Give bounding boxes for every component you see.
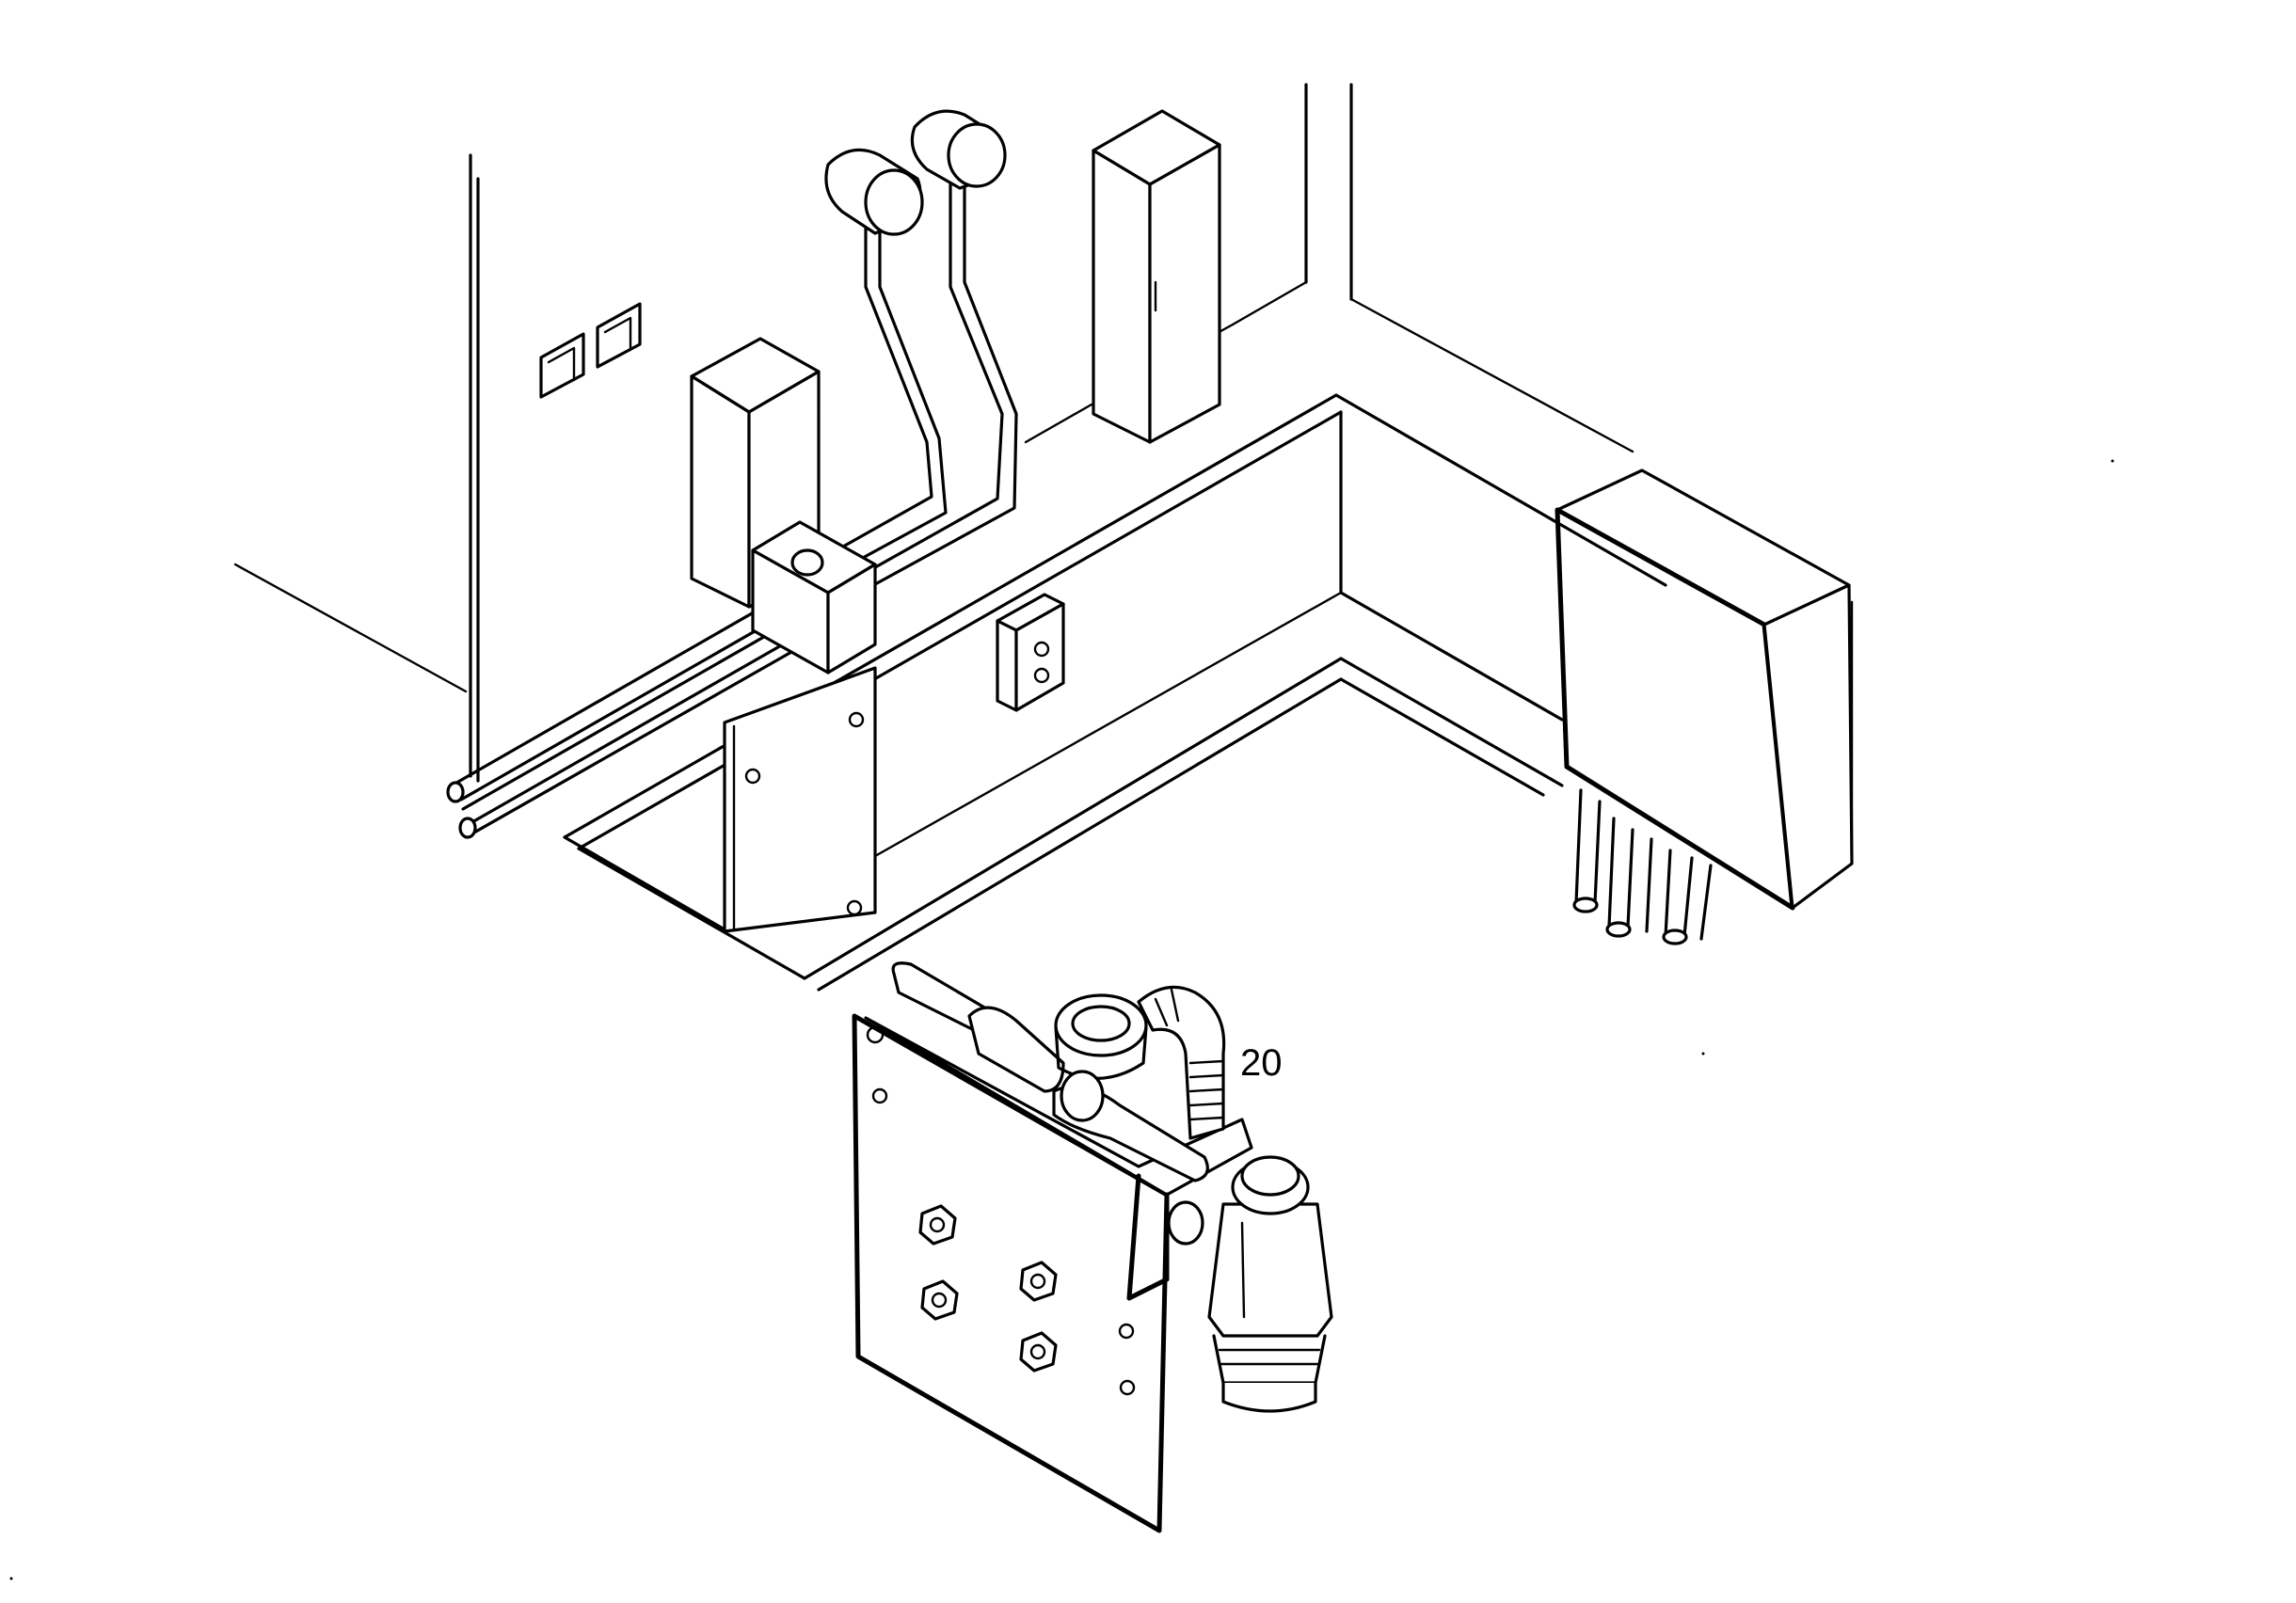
pit-mounting-plate	[723, 666, 877, 933]
hex-nut	[1019, 1261, 1058, 1302]
wall-connector-block	[996, 593, 1065, 712]
callout-20: 20	[1240, 1042, 1283, 1084]
pump-unit	[852, 961, 1333, 1533]
junction-box	[1555, 468, 1854, 945]
upright-box-right	[1092, 109, 1221, 444]
wall-switch-right	[596, 302, 642, 369]
pipe-assembly	[446, 109, 1018, 839]
hex-nut	[920, 1279, 959, 1321]
pump-canister	[1167, 1155, 1333, 1413]
floor-pit	[563, 393, 1667, 992]
back-wall	[233, 83, 1634, 783]
wall-switch-left	[539, 332, 585, 399]
hex-nut	[1019, 1331, 1058, 1373]
hex-nut	[918, 1204, 957, 1246]
pipe-clamp	[751, 520, 877, 675]
